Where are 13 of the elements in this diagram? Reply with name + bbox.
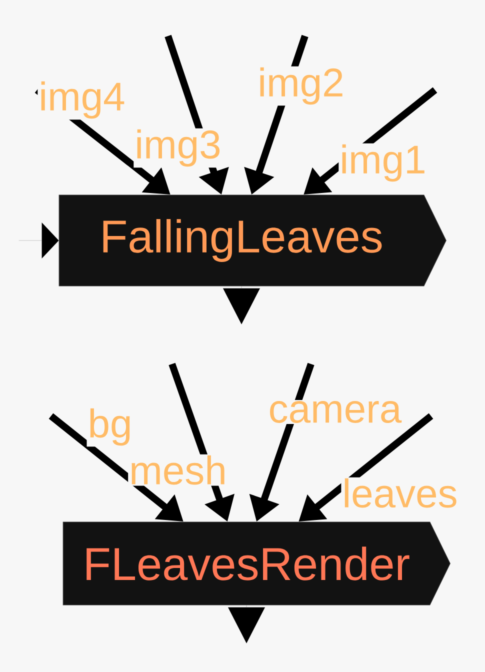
edge-label: img2 [256, 66, 346, 106]
process-box: FallingLeaves [58, 194, 446, 286]
edge-label: img3 [134, 128, 222, 168]
arrow [223, 286, 260, 324]
edge-label: mesh [128, 454, 228, 486]
arrow [18, 222, 59, 258]
edge-label: img1 [338, 143, 428, 183]
edge-label: camera [267, 400, 403, 424]
edge-label: bg [86, 407, 134, 447]
edge-label: leaves [341, 477, 459, 509]
arrow [228, 605, 265, 644]
process-box: FLeavesRender [62, 522, 450, 606]
edge-label: img4 [38, 80, 126, 120]
